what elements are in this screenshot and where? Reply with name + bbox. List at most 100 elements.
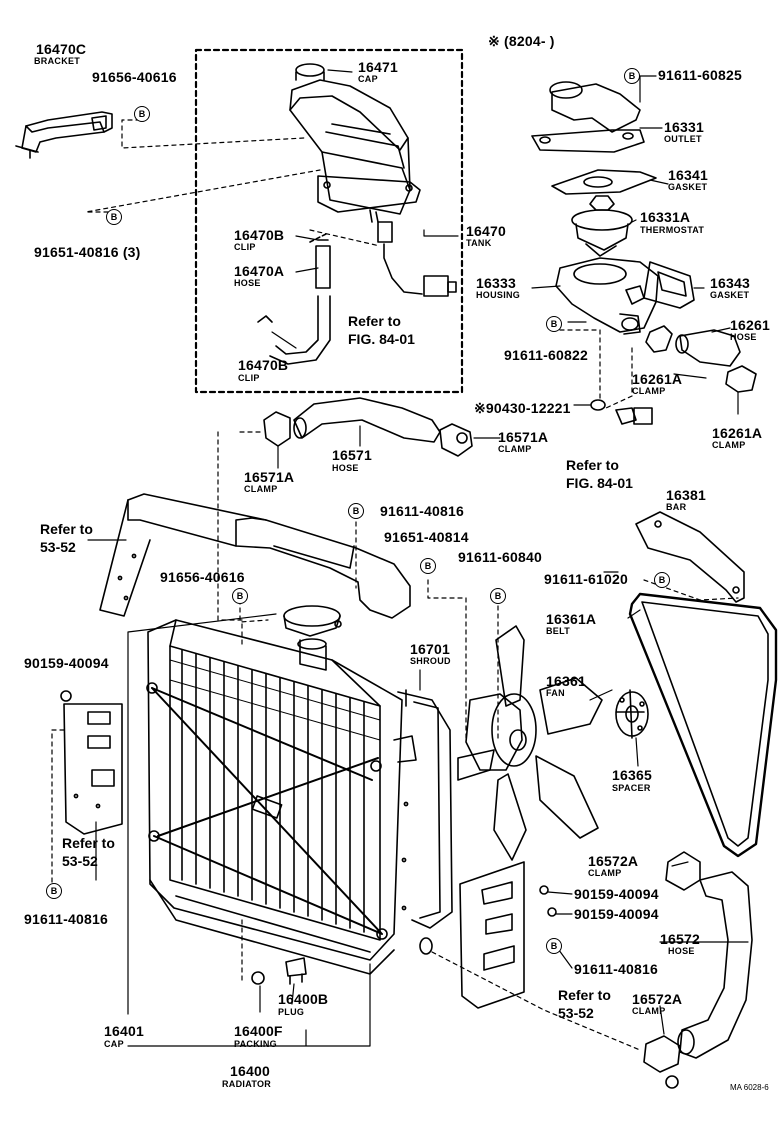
callout-number: 16381 — [666, 487, 706, 503]
reference-line2: FIG. 84-01 — [566, 475, 633, 491]
callout-number: 16470B — [234, 227, 285, 243]
callout-number: 91611-40816 — [380, 503, 464, 519]
callout-number: 16261A — [632, 371, 683, 387]
bolt-b-icon: B — [546, 938, 562, 954]
adjusting-bar-16381 — [635, 511, 745, 603]
callout-number: 16261 — [730, 317, 770, 333]
leader-lines — [87, 69, 749, 1047]
hardware-bolts — [60, 620, 557, 955]
upper-hose-16571 — [263, 397, 473, 457]
reference-line1: Refer to — [558, 987, 611, 1003]
callout-number: 91611-40816 — [24, 911, 108, 927]
water-temp-sensor — [590, 399, 653, 425]
callout-name: FAN — [546, 688, 565, 698]
callout-number: 16400 — [230, 1063, 270, 1079]
reference-line2: 53-52 — [40, 539, 76, 555]
callout-number: 16341 — [668, 167, 708, 183]
cooling-fan-16361 — [457, 625, 603, 861]
callout-name: RADIATOR — [222, 1079, 272, 1089]
reference-line2: FIG. 84-01 — [348, 331, 415, 347]
callout-number: 16470B — [238, 357, 289, 373]
callout-number: 91611-60840 — [458, 549, 542, 565]
callout-number: 91611-60825 — [658, 67, 742, 83]
callout-number: 90159-40094 — [24, 655, 109, 671]
reference-line1: Refer to — [566, 457, 619, 473]
radiator-core-16400 — [146, 619, 417, 975]
bolt-b-icon: B — [654, 572, 670, 588]
gasket-16343 — [643, 261, 695, 309]
production-note: ※ (8204- ) — [488, 33, 555, 49]
water-outlet-16331 — [531, 81, 645, 153]
callout-name: CLAMP — [632, 386, 666, 396]
callout-number: 16401 — [104, 1023, 144, 1039]
bolt-b-icon: B — [490, 588, 506, 604]
fan-shroud-16701 — [397, 689, 453, 929]
bolt-b-icon: B — [546, 316, 562, 332]
tank-level-sensor — [377, 221, 457, 297]
callout-number: 16571 — [332, 447, 372, 463]
callout-number: 16365 — [612, 767, 652, 783]
callout-number: 16470C — [36, 41, 87, 57]
radiator-support-panel — [99, 493, 411, 619]
callout-name: HOSE — [332, 463, 359, 473]
callout-number: 16470 — [466, 223, 506, 239]
callout-name: SPACER — [612, 783, 651, 793]
callout-number: 91611-60822 — [504, 347, 588, 363]
callout-number: 16400F — [234, 1023, 283, 1039]
callout-name: CAP — [358, 74, 378, 84]
callout-number: 16572A — [632, 991, 683, 1007]
callout-name: BRACKET — [34, 56, 81, 66]
callout-number: 91656-40616 — [160, 569, 245, 585]
callout-number: 91651-40816 (3) — [34, 244, 141, 260]
callout-number: 90159-40094 — [574, 906, 659, 922]
left-side-bracket — [63, 703, 123, 835]
callout-name: THERMOSTAT — [640, 225, 705, 235]
reference-line2: 53-52 — [558, 1005, 594, 1021]
thermostat-16331a — [571, 195, 633, 257]
callout-number: 16333 — [476, 275, 516, 291]
callout-number: 16400B — [278, 991, 329, 1007]
bolt-b-icon: B — [106, 209, 122, 225]
callout-number: 16701 — [410, 641, 450, 657]
callout-name: HOSE — [668, 946, 695, 956]
fan-spacer-16365 — [615, 689, 649, 739]
callout-name: HOUSING — [476, 290, 521, 300]
callout-name: CLAMP — [244, 484, 278, 494]
right-side-bracket — [459, 861, 525, 1009]
bolt-b-icon: B — [46, 883, 62, 899]
callout-name: CAP — [104, 1039, 124, 1049]
callout-number: 16331 — [664, 119, 704, 135]
callout-name: PLUG — [278, 1007, 305, 1017]
callout-name: GASKET — [710, 290, 750, 300]
radiator-cap-16401 — [283, 605, 341, 671]
drive-belt-16361a — [628, 592, 778, 858]
callout-number: 16261A — [712, 425, 763, 441]
callout-number: 91656-40616 — [92, 69, 177, 85]
callout-number: 91651-40814 — [384, 529, 469, 545]
callout-number: 90159-40094 — [574, 886, 659, 902]
lower-hose-16572 — [643, 851, 753, 1089]
callout-number: 16571A — [498, 429, 549, 445]
callout-name: CLAMP — [588, 868, 622, 878]
tank-assembly-boundary — [194, 48, 464, 394]
callout-name: BELT — [546, 626, 571, 636]
gasket-16341 — [551, 169, 657, 195]
figure-code: MA 6028-6 — [730, 1083, 769, 1092]
callout-number: 16343 — [710, 275, 750, 291]
callout-name: OUTLET — [664, 134, 702, 144]
callout-number: 16571A — [244, 469, 295, 485]
bolt-b-icon: B — [134, 106, 150, 122]
callout-number: 16470A — [234, 263, 285, 279]
callout-number: 16572 — [660, 931, 700, 947]
callout-number: 16331A — [640, 209, 691, 225]
callout-name: CLIP — [238, 373, 260, 383]
callout-number: 16471 — [358, 59, 398, 75]
reference-line2: 53-52 — [62, 853, 98, 869]
drain-plug-16400b — [251, 957, 307, 985]
tank-hose-16470a — [257, 233, 331, 365]
callout-name: CLIP — [234, 242, 256, 252]
callout-name: PACKING — [234, 1039, 277, 1049]
callout-number: 91611-40816 — [574, 961, 658, 977]
